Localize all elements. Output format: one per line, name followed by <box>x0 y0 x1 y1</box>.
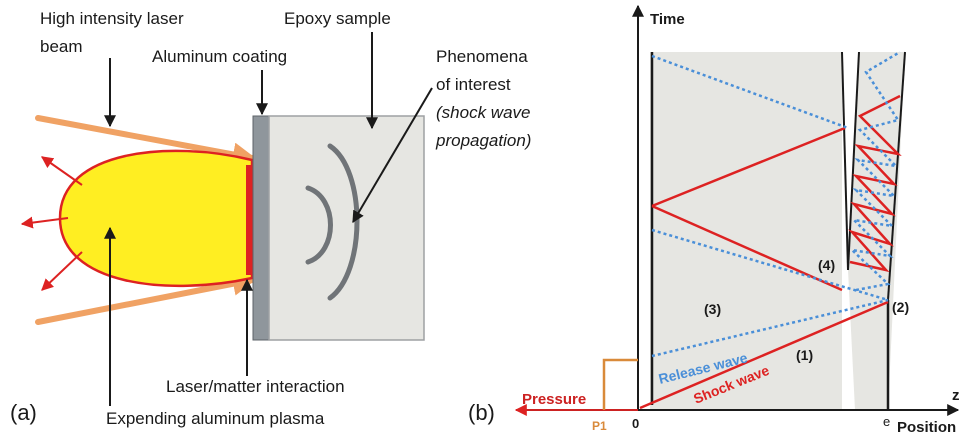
phenomena-label-2: of interest <box>436 75 511 94</box>
interaction-zone <box>246 165 253 275</box>
laser-beam-label-1: High intensity laser <box>40 9 184 28</box>
position-axis-label: Position <box>897 419 956 436</box>
expansion-arrow-middle <box>20 216 69 229</box>
phenomena-label-3: (shock wave <box>436 103 530 122</box>
marker-2: (2) <box>892 299 909 315</box>
origin-label: 0 <box>632 416 639 431</box>
marker-1: (1) <box>796 347 813 363</box>
plasma-plume <box>58 149 254 288</box>
time-axis-label: Time <box>650 11 685 28</box>
aluminum-coating <box>252 115 270 341</box>
release-wave-paths <box>651 50 901 358</box>
epoxy-sample-label: Epoxy sample <box>284 9 391 28</box>
p1-label: P1 <box>592 419 607 433</box>
interaction-label: Laser/matter interaction <box>166 377 345 396</box>
phenomena-label-1: Phenomena <box>436 47 528 66</box>
panel-b-label: (b) <box>468 400 495 425</box>
expansion-arrow-top <box>41 156 83 186</box>
spall-left-boundary-upper <box>847 51 860 271</box>
laser-beam-lower <box>35 271 257 325</box>
spall-fragment-body <box>848 52 905 410</box>
release-path-3 <box>651 54 849 130</box>
panel-a-label: (a) <box>10 400 37 425</box>
pressure-axis-label: Pressure <box>522 391 586 408</box>
shock-zigzag <box>848 94 902 273</box>
target-body <box>650 52 842 410</box>
phenomena-label-4: propagation) <box>435 131 531 150</box>
panel-a: High intensity laser beam Aluminum coati… <box>10 9 531 428</box>
z-axis-label: z <box>952 387 960 404</box>
spall-right-boundary <box>887 51 906 301</box>
shock-path-1 <box>639 300 889 410</box>
panel-b: Time Position z Pressure P1 0 e Release … <box>468 4 960 436</box>
expansion-arrow-bottom <box>41 251 83 291</box>
pressure-pulse <box>602 358 638 410</box>
marker-3: (3) <box>704 301 721 317</box>
laser-beam-upper <box>35 115 257 167</box>
release-path-1 <box>651 298 889 358</box>
plasma-label: Expending aluminum plasma <box>106 409 325 428</box>
phenomena-pointer <box>352 87 433 224</box>
shock-path-2 <box>651 126 846 208</box>
thickness-label: e <box>883 414 890 429</box>
epoxy-sample <box>268 115 425 341</box>
spall-left-boundary-lower <box>841 51 849 271</box>
marker-4: (4) <box>818 257 835 273</box>
aluminum-coating-label: Aluminum coating <box>152 47 287 66</box>
shock-front-inner <box>305 185 333 265</box>
laser-beam-label-2: beam <box>40 37 83 56</box>
release-path-2 <box>651 228 889 302</box>
